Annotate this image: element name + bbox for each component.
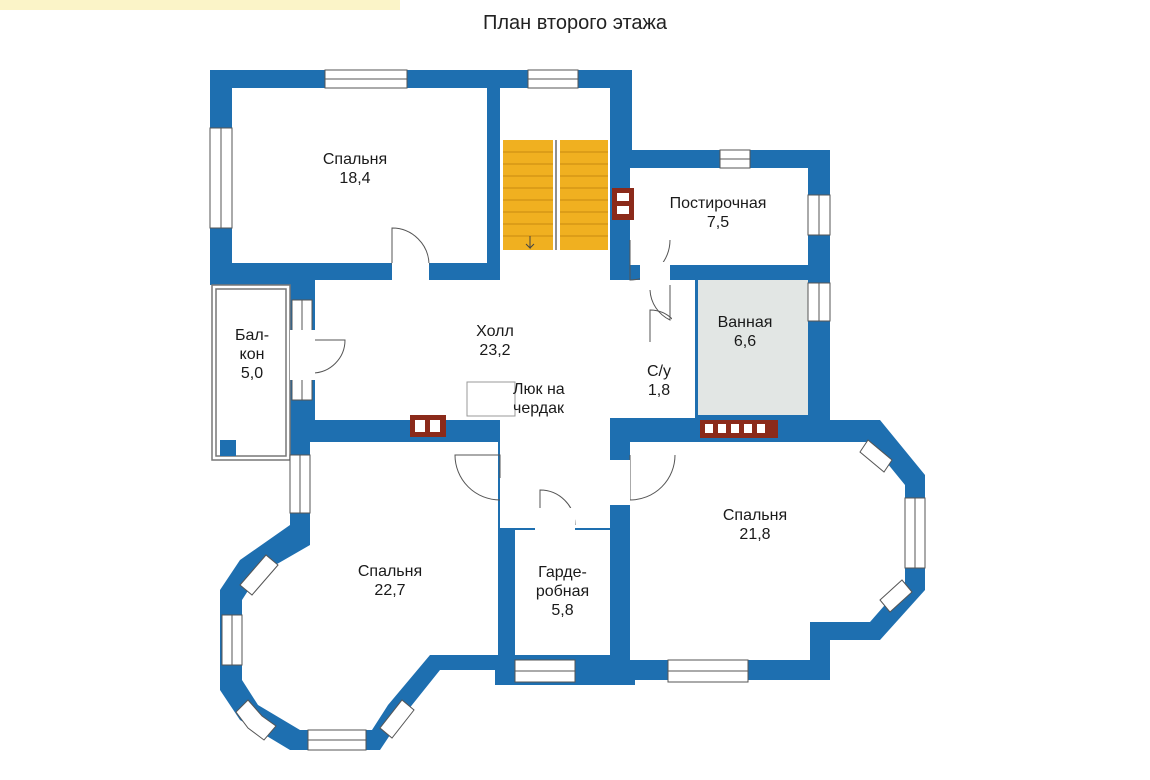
room-area: 1,8 xyxy=(647,382,671,399)
label-toilet: С/у 1,8 xyxy=(630,362,688,400)
room-area: 21,8 xyxy=(739,526,771,543)
room-area: 6,6 xyxy=(733,333,757,350)
staircase xyxy=(503,140,608,250)
label-bedroom-2: Спальня 22,7 xyxy=(335,562,445,600)
room-name: Спальня xyxy=(322,151,388,168)
room-bathroom xyxy=(698,280,808,415)
room-bedroom-3 xyxy=(630,442,905,660)
room-name-line-1: Бал- xyxy=(234,327,270,344)
room-area: 5,8 xyxy=(551,602,574,619)
room-bedroom-1 xyxy=(232,88,487,263)
balcony-post xyxy=(220,440,236,456)
label-hall: Холл 23,2 xyxy=(450,322,540,360)
room-area: 23,2 xyxy=(479,342,511,359)
room-area: 7,5 xyxy=(706,214,730,231)
room-hall-center xyxy=(500,258,610,528)
hatch-line-2: чердак xyxy=(513,400,564,417)
room-name: Спальня xyxy=(357,563,423,580)
room-bedroom-2 xyxy=(242,442,498,730)
room-name: Ванная xyxy=(717,314,773,331)
door-openings xyxy=(290,262,692,530)
label-bathroom: Ванная 6,6 xyxy=(705,313,785,351)
room-name-line-2: кон xyxy=(239,346,265,363)
room-toilet xyxy=(630,345,688,415)
bay-windows xyxy=(235,439,913,741)
label-bedroom-3: Спальня 21,8 xyxy=(700,506,810,544)
hatch-line-1: Люк на xyxy=(513,381,565,398)
room-name: Постирочная xyxy=(669,195,767,212)
room-area: 22,7 xyxy=(374,582,406,599)
corner-tint xyxy=(0,0,400,10)
chimneys xyxy=(410,188,778,438)
attic-hatch xyxy=(466,381,516,417)
plan-title: План второго этажа xyxy=(482,12,668,34)
room-wardrobe xyxy=(515,530,610,655)
label-closet: Постирочная 7,5 xyxy=(648,194,788,232)
label-attic-hatch: Люк на чердак xyxy=(513,380,593,418)
room-name-line-1: Гарде- xyxy=(538,564,587,581)
room-name: С/у xyxy=(647,363,671,380)
label-balcony: Бал- кон 5,0 xyxy=(222,326,282,383)
room-area: 5,0 xyxy=(240,365,264,382)
label-bedroom-1: Спальня 18,4 xyxy=(300,150,410,188)
room-name-line-2: робная xyxy=(535,583,590,600)
label-wardrobe: Гарде- робная 5,8 xyxy=(510,563,615,620)
room-name: Спальня xyxy=(722,507,788,524)
room-area: 18,4 xyxy=(339,170,371,187)
room-name: Холл xyxy=(476,323,514,340)
room-closet xyxy=(630,168,808,265)
